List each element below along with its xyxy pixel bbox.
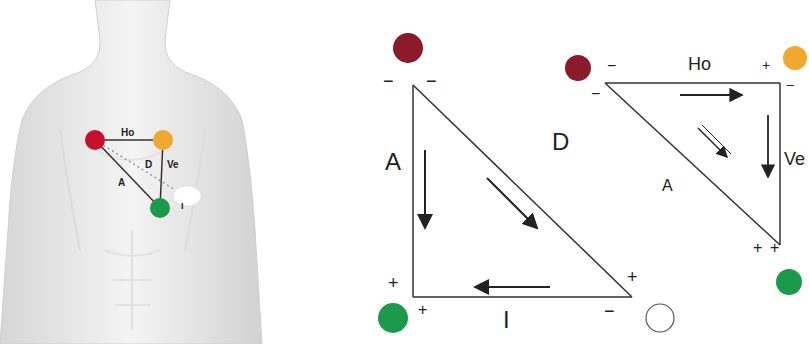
polarity-sign: − [786,78,794,92]
polarity-sign: − [591,86,600,102]
lead-label: A [385,150,401,174]
lead-label: I [181,202,184,211]
polarity-sign: + [770,240,779,256]
polarity-sign: + [753,240,762,256]
lead-label: A [662,178,673,194]
polarity-sign: − [604,302,615,320]
torso-figure [0,0,262,344]
lead-label: D [552,130,569,154]
polarity-sign: − [607,58,616,74]
nehb-triangle [565,46,807,295]
polarity-sign: − [383,72,394,90]
polarity-sign: − [426,72,437,90]
lead-label: Ho [688,55,711,73]
polarity-sign: + [388,274,399,292]
lead-label: D [145,160,152,170]
lead-label: A [118,178,125,188]
lead-label: Ve [784,150,805,168]
polarity-sign: + [418,302,427,318]
polarity-sign: + [762,58,770,72]
lead-label: Ho [121,128,134,138]
lead-label: Ve [167,160,179,170]
lead-label: I [503,308,510,332]
polarity-sign: + [627,268,638,286]
einthoven-triangle [378,33,674,333]
